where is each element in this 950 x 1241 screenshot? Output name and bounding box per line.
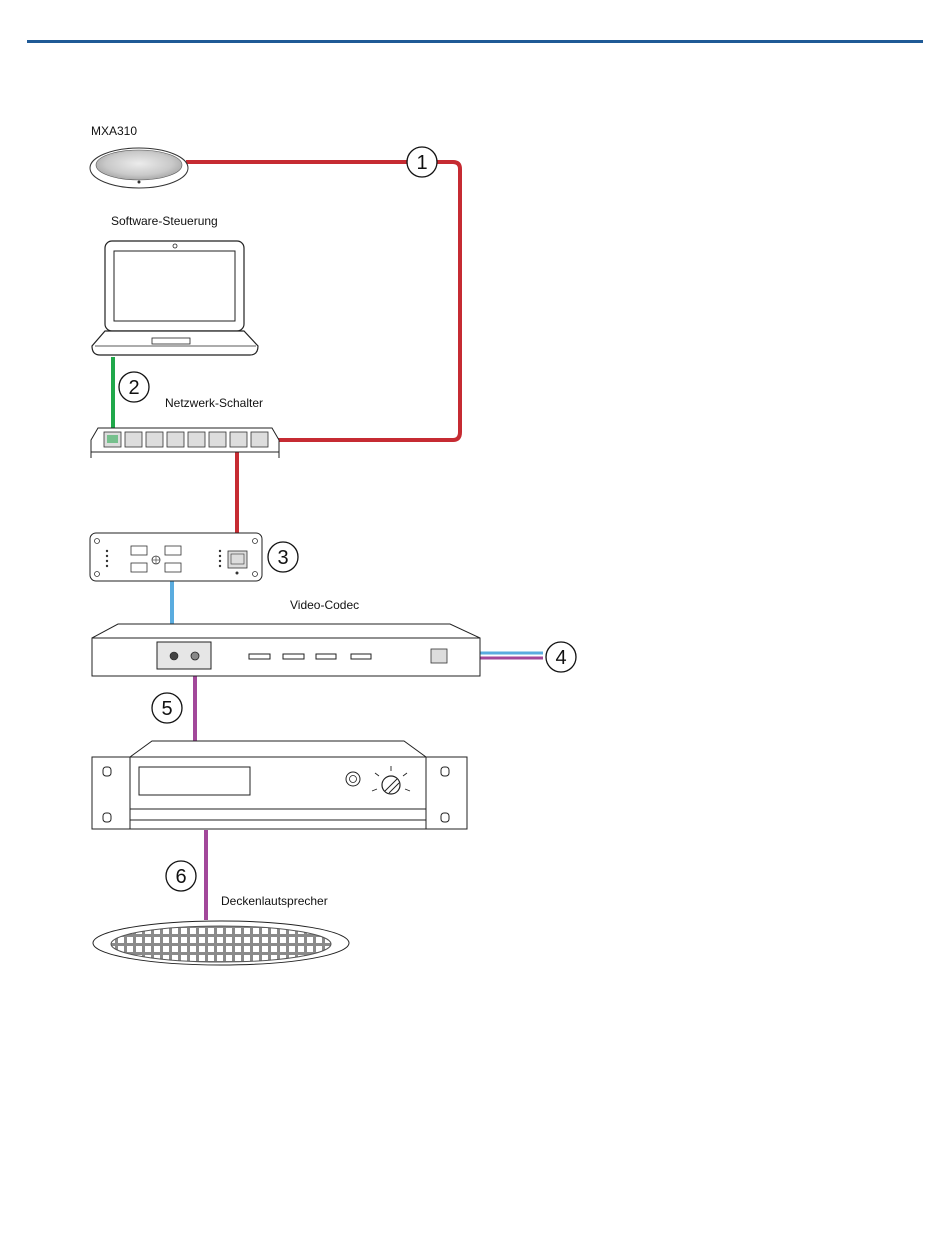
svg-text:3: 3 (277, 547, 288, 569)
svg-text:1: 1 (416, 152, 427, 174)
laptop-device (92, 241, 258, 355)
audio-interface-device (90, 533, 262, 581)
callout-4: 4 (546, 642, 576, 672)
svg-text:6: 6 (175, 866, 186, 888)
svg-text:5: 5 (161, 698, 172, 720)
callout-3: 3 (268, 542, 298, 572)
callout-2: 2 (119, 372, 149, 402)
callout-1: 1 (407, 147, 437, 177)
svg-text:2: 2 (128, 377, 139, 399)
callout-5: 5 (152, 693, 182, 723)
video-codec-device (92, 624, 480, 676)
mic-device (90, 148, 188, 188)
ceiling-speaker-device (93, 921, 349, 965)
callout-6: 6 (166, 861, 196, 891)
amplifier-device (92, 741, 467, 829)
network-switch-device (91, 428, 279, 458)
svg-text:4: 4 (555, 647, 566, 669)
